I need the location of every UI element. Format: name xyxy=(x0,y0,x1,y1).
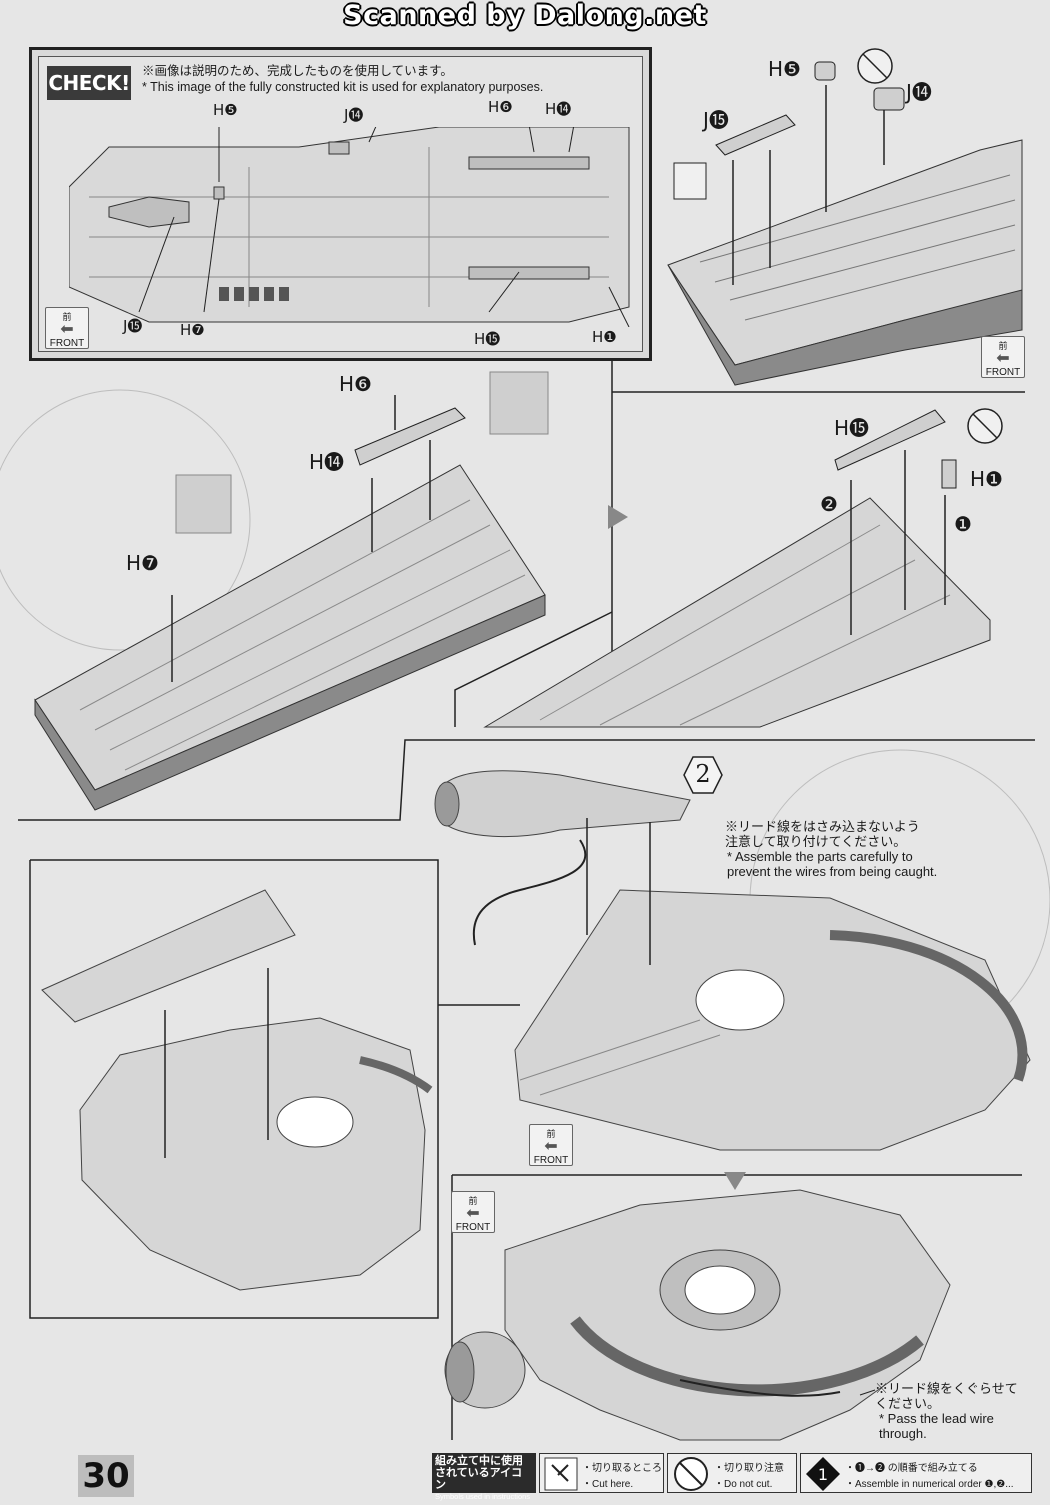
front-en: FRONT xyxy=(985,367,1021,378)
check-label-j15: J⓯ xyxy=(123,317,143,335)
check-badge: CHECK! xyxy=(47,66,131,100)
front-en: FRONT xyxy=(455,1222,491,1233)
step-2-hexagon xyxy=(683,756,723,794)
check-label-h14: H⓮ xyxy=(545,100,572,118)
wire-caution-jp: ※リード線をはさみ込まないよう 注意して取り付けてください。 xyxy=(725,819,920,849)
page-number: 30 xyxy=(78,1455,134,1497)
legend-order: 1 ・❶→❷ の順番で組み立てる ・Assemble in numerical … xyxy=(800,1453,1032,1493)
front-badge-bottom: 前 ⬅ FRONT xyxy=(451,1191,495,1233)
front-badge-upper-right: 前 ⬅ FRONT xyxy=(981,336,1025,378)
order-1-marker: ❶ xyxy=(954,512,972,536)
cut-here-en: ・Cut here. xyxy=(582,1479,634,1490)
step-2-number: 2 xyxy=(695,760,711,788)
label-h7: H❼ xyxy=(126,551,159,575)
check-label-h7: H❼ xyxy=(180,321,205,339)
do-not-cut-icon xyxy=(674,1457,708,1491)
front-badge-step2: 前 ⬅ FRONT xyxy=(529,1124,573,1166)
wire-pass-jp: ※リード線をくぐらせて ください。 xyxy=(875,1381,1018,1411)
front-jp: 前 xyxy=(998,341,1008,351)
label-h15: H⓯ xyxy=(834,416,870,440)
check-label-h6: H❻ xyxy=(488,98,513,116)
wire-pass-en: * Pass the lead wire through. xyxy=(879,1411,994,1441)
svg-text:1: 1 xyxy=(818,1465,828,1484)
legend-nocut: ・切り取り注意 ・Do not cut. xyxy=(667,1453,797,1493)
check-inner: CHECK! ※画像は説明のため、完成したものを使用しています。 * This … xyxy=(38,56,643,352)
label-h14: H⓮ xyxy=(309,450,345,474)
check-note-en: * This image of the fully constructed ki… xyxy=(142,80,544,94)
left-arrow-icon: ⬅ xyxy=(544,1138,558,1155)
front-jp: 前 xyxy=(468,1196,478,1206)
scan-watermark: Scanned by Dalong.net xyxy=(343,0,707,31)
check-panel: CHECK! ※画像は説明のため、完成したものを使用しています。 * This … xyxy=(29,47,652,361)
cut-here-icon xyxy=(544,1457,578,1491)
label-j14: J⓮ xyxy=(906,80,932,104)
front-en: FRONT xyxy=(533,1155,569,1166)
label-j15: J⓯ xyxy=(703,108,729,132)
label-h5: H❺ xyxy=(768,57,801,81)
legend-title: 組み立て中に使用 されているアイコン Symbols used in instr… xyxy=(432,1453,536,1501)
front-jp: 前 xyxy=(546,1129,556,1139)
front-jp: 前 xyxy=(62,312,72,322)
check-label-h5: H❺ xyxy=(213,101,238,119)
numerical-order-icon: 1 xyxy=(806,1457,840,1491)
label-h1: H❶ xyxy=(970,467,1003,491)
left-arrow-icon: ⬅ xyxy=(996,350,1010,367)
do-not-cut-en: ・Do not cut. xyxy=(714,1479,773,1490)
check-label-h1: H❶ xyxy=(592,328,617,346)
left-arrow-icon: ⬅ xyxy=(466,1205,480,1222)
label-h6: H❻ xyxy=(339,372,372,396)
order-2-marker: ❷ xyxy=(820,492,838,516)
legend-title-jp-1: 組み立て中に使用 xyxy=(435,1455,523,1467)
front-en: FRONT xyxy=(49,338,85,349)
order-en: ・Assemble in numerical order ❶,❷... xyxy=(845,1479,1014,1490)
legend-title-en: Symbols used in instructions xyxy=(435,1492,531,1501)
check-label-h15: H⓯ xyxy=(474,330,501,348)
do-not-cut-jp: ・切り取り注意 xyxy=(714,1463,784,1474)
legend-cut: ・切り取るところ ・Cut here. xyxy=(539,1453,664,1493)
check-deck-illustration xyxy=(69,127,630,327)
check-note-jp: ※画像は説明のため、完成したものを使用しています。 xyxy=(142,64,453,78)
legend-title-jp-2: されているアイコン xyxy=(435,1467,523,1491)
cut-here-jp: ・切り取るところ xyxy=(582,1463,662,1474)
wire-caution-en: * Assemble the parts carefully to preven… xyxy=(727,849,938,879)
order-jp: ・❶→❷ の順番で組み立てる xyxy=(845,1463,978,1474)
front-badge-check: 前 ⬅ FRONT xyxy=(45,307,89,349)
left-arrow-icon: ⬅ xyxy=(60,321,74,338)
check-label-j14: J⓮ xyxy=(344,106,364,124)
